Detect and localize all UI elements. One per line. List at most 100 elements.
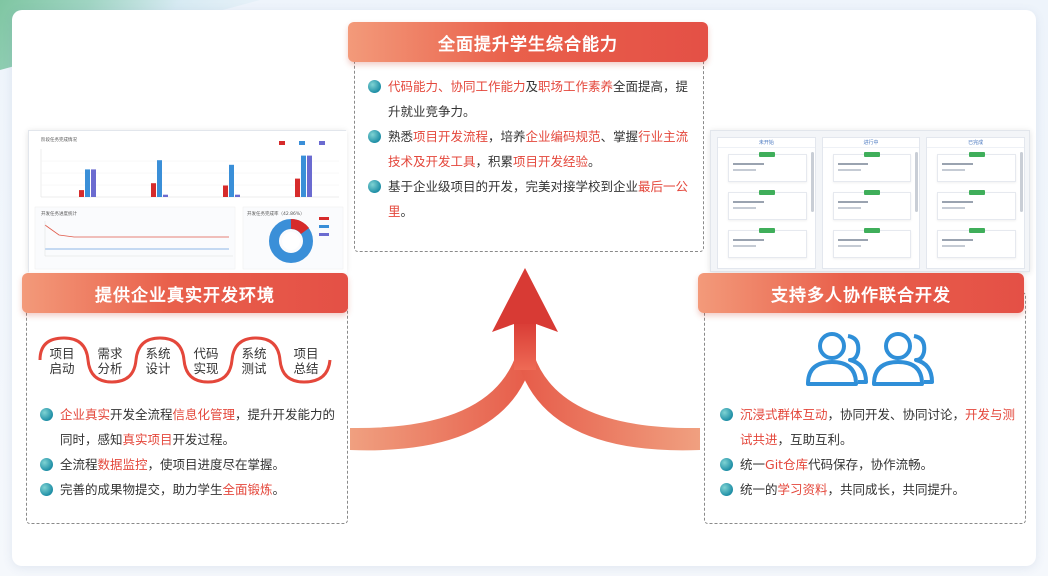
highlight-text: 项目开发经验 — [513, 154, 589, 169]
kanban-card-line — [733, 163, 764, 165]
kanban-card-line — [733, 169, 756, 171]
step-text: 需求分析 — [97, 346, 123, 376]
step-text: 系统测试 — [241, 346, 267, 376]
highlight-text: Git仓库 — [765, 457, 809, 472]
body-text: 。 — [588, 154, 601, 169]
kanban-card-line — [942, 201, 973, 203]
left-bullet-2: 全流程数据监控，使项目进度尽在掌握。 — [40, 452, 340, 477]
right-bullet-2: 统一Git仓库代码保存，协作流畅。 — [720, 452, 1020, 477]
dashboard-bar — [79, 190, 84, 197]
highlight-text: 全面锻炼 — [222, 482, 273, 497]
highlight-text: 企业真实 — [60, 407, 111, 422]
bullet-dot-icon — [368, 180, 381, 193]
kanban-card-line — [942, 245, 966, 247]
dashboard-title-1: 阶段任务完成情况 — [41, 138, 77, 143]
body-text: ，积累 — [475, 154, 514, 169]
step-text: 代码实现 — [193, 346, 219, 376]
kanban-card — [937, 190, 1017, 220]
center-bullet-2: 熟悉项目开发流程，培养企业编码规范、掌握行业主流技术及开发工具，积累项目开发经验… — [368, 124, 698, 174]
kanban-card — [832, 228, 912, 258]
highlight-text: 学习资料 — [777, 482, 828, 497]
center-banner: 全面提升学生综合能力 — [348, 22, 714, 62]
step-text: 系统设计 — [145, 346, 171, 376]
highlight-text: 最后一公里 — [388, 179, 689, 219]
center-bullet-3: 基于企业级项目的开发，完美对接学校到企业最后一公里。 — [368, 174, 698, 224]
kanban-card-line — [733, 245, 756, 247]
dashboard-bar — [235, 194, 240, 197]
up-arrow-icon — [350, 268, 700, 451]
dashboard-bar — [301, 155, 306, 197]
dashboard-bar — [151, 183, 156, 197]
body-text: ，提升开发能力的同时，感知 — [60, 407, 336, 447]
kanban-scrollbar[interactable] — [915, 152, 919, 212]
kanban-card-tag — [968, 152, 985, 157]
kanban-card — [937, 228, 1017, 258]
highlight-text: 企业编码规范 — [525, 129, 601, 144]
body-text: 统一 — [740, 457, 766, 472]
body-text: 全流程 — [60, 457, 98, 472]
highlight-text: 数据监控 — [97, 457, 148, 472]
kanban-card-tag — [759, 152, 776, 157]
body-text: 基于企业级项目的开发，完美对接学校到企业 — [388, 179, 639, 194]
dashboard-title-3: 开发任务完成率（42.86%） — [247, 212, 305, 217]
bullet-dot-icon — [368, 130, 381, 143]
kanban-card-tag — [864, 190, 880, 195]
body-text: ，使项目进度尽在掌握。 — [147, 457, 286, 472]
left-bullet-1: 企业真实开发全流程信息化管理，提升开发能力的同时，感知真实项目开发过程。 — [40, 402, 340, 452]
kanban-card-line — [733, 207, 756, 209]
right-bullets: 沉浸式群体互动，协同开发、协同讨论，开发与测试共进，互助互利。 统一Git仓库代… — [720, 402, 1020, 502]
right-panel — [704, 292, 1026, 524]
bullet-dot-icon — [40, 483, 53, 496]
bullet-dot-icon — [720, 483, 733, 496]
dashboard-bar — [157, 160, 162, 197]
body-text: ，协同开发、协同讨论， — [827, 407, 966, 422]
kanban-column: 未开始 — [717, 137, 816, 269]
center-bullets: 代码能力、协同工作能力及职场工作素养全面提高，提升就业竞争力。 熟悉项目开发流程… — [368, 74, 698, 224]
people-group-icon — [806, 332, 934, 386]
highlight-text: 职场工作素养 — [538, 79, 614, 94]
dashboard-bar — [295, 178, 300, 197]
body-text: 。 — [400, 204, 414, 219]
left-bullet-3: 完善的成果物提交，助力学生全面锻炼。 — [40, 477, 340, 502]
kanban-column: 进行中 — [821, 137, 921, 269]
right-banner: 支持多人协作联合开发 — [698, 273, 1030, 313]
kanban-card-line — [837, 239, 869, 241]
dashboard-bar — [229, 164, 234, 197]
kanban-card-line — [733, 239, 764, 241]
kanban-card — [937, 152, 1017, 182]
dashboard-chart — [29, 131, 347, 273]
left-banner: 提供企业真实开发环境 — [22, 273, 354, 313]
kanban-card — [728, 228, 807, 258]
bullet-dot-icon — [368, 80, 381, 93]
body-text: 完善的成果物提交，助力学生 — [60, 482, 223, 497]
kanban-column-title: 未开始 — [718, 138, 815, 148]
body-text: 。 — [272, 482, 286, 497]
process-step-4: 代码实现 — [188, 346, 224, 376]
kanban-scrollbar[interactable] — [1020, 152, 1024, 212]
process-step-2: 需求分析 — [92, 346, 128, 376]
highlight-text: 信息化管理 — [172, 407, 236, 422]
kanban-card-line — [942, 163, 973, 165]
dashboard-bar — [307, 155, 312, 197]
kanban-card-line — [837, 201, 869, 203]
body-text: 及 — [525, 79, 539, 94]
process-step-1: 项目启动 — [44, 346, 80, 376]
kanban-card-tag — [864, 228, 880, 233]
dashboard-bar — [223, 185, 228, 197]
center-panel — [354, 50, 704, 252]
bullet-dot-icon — [720, 458, 733, 471]
dashboard-bar — [163, 194, 168, 197]
kanban-card-line — [733, 201, 764, 203]
kanban-column-title: 进行中 — [822, 138, 920, 148]
highlight-text: 开发与测试共进 — [740, 407, 1016, 447]
kanban-card-line — [837, 163, 869, 165]
process-flow — [38, 336, 332, 384]
kanban-card-tag — [968, 190, 985, 195]
body-text: 、掌握 — [600, 129, 639, 144]
kanban-scrollbar[interactable] — [810, 152, 814, 212]
kanban-card-tag — [864, 152, 880, 157]
body-text: 熟悉 — [388, 129, 414, 144]
dashboard-screenshot: 阶段任务完成情况 开发任务进度统计 开发任务完成率（42.86%） — [28, 130, 347, 273]
right-bullet-3: 统一的学习资料，共同成长，共同提升。 — [720, 477, 1020, 502]
kanban-card — [832, 152, 912, 182]
